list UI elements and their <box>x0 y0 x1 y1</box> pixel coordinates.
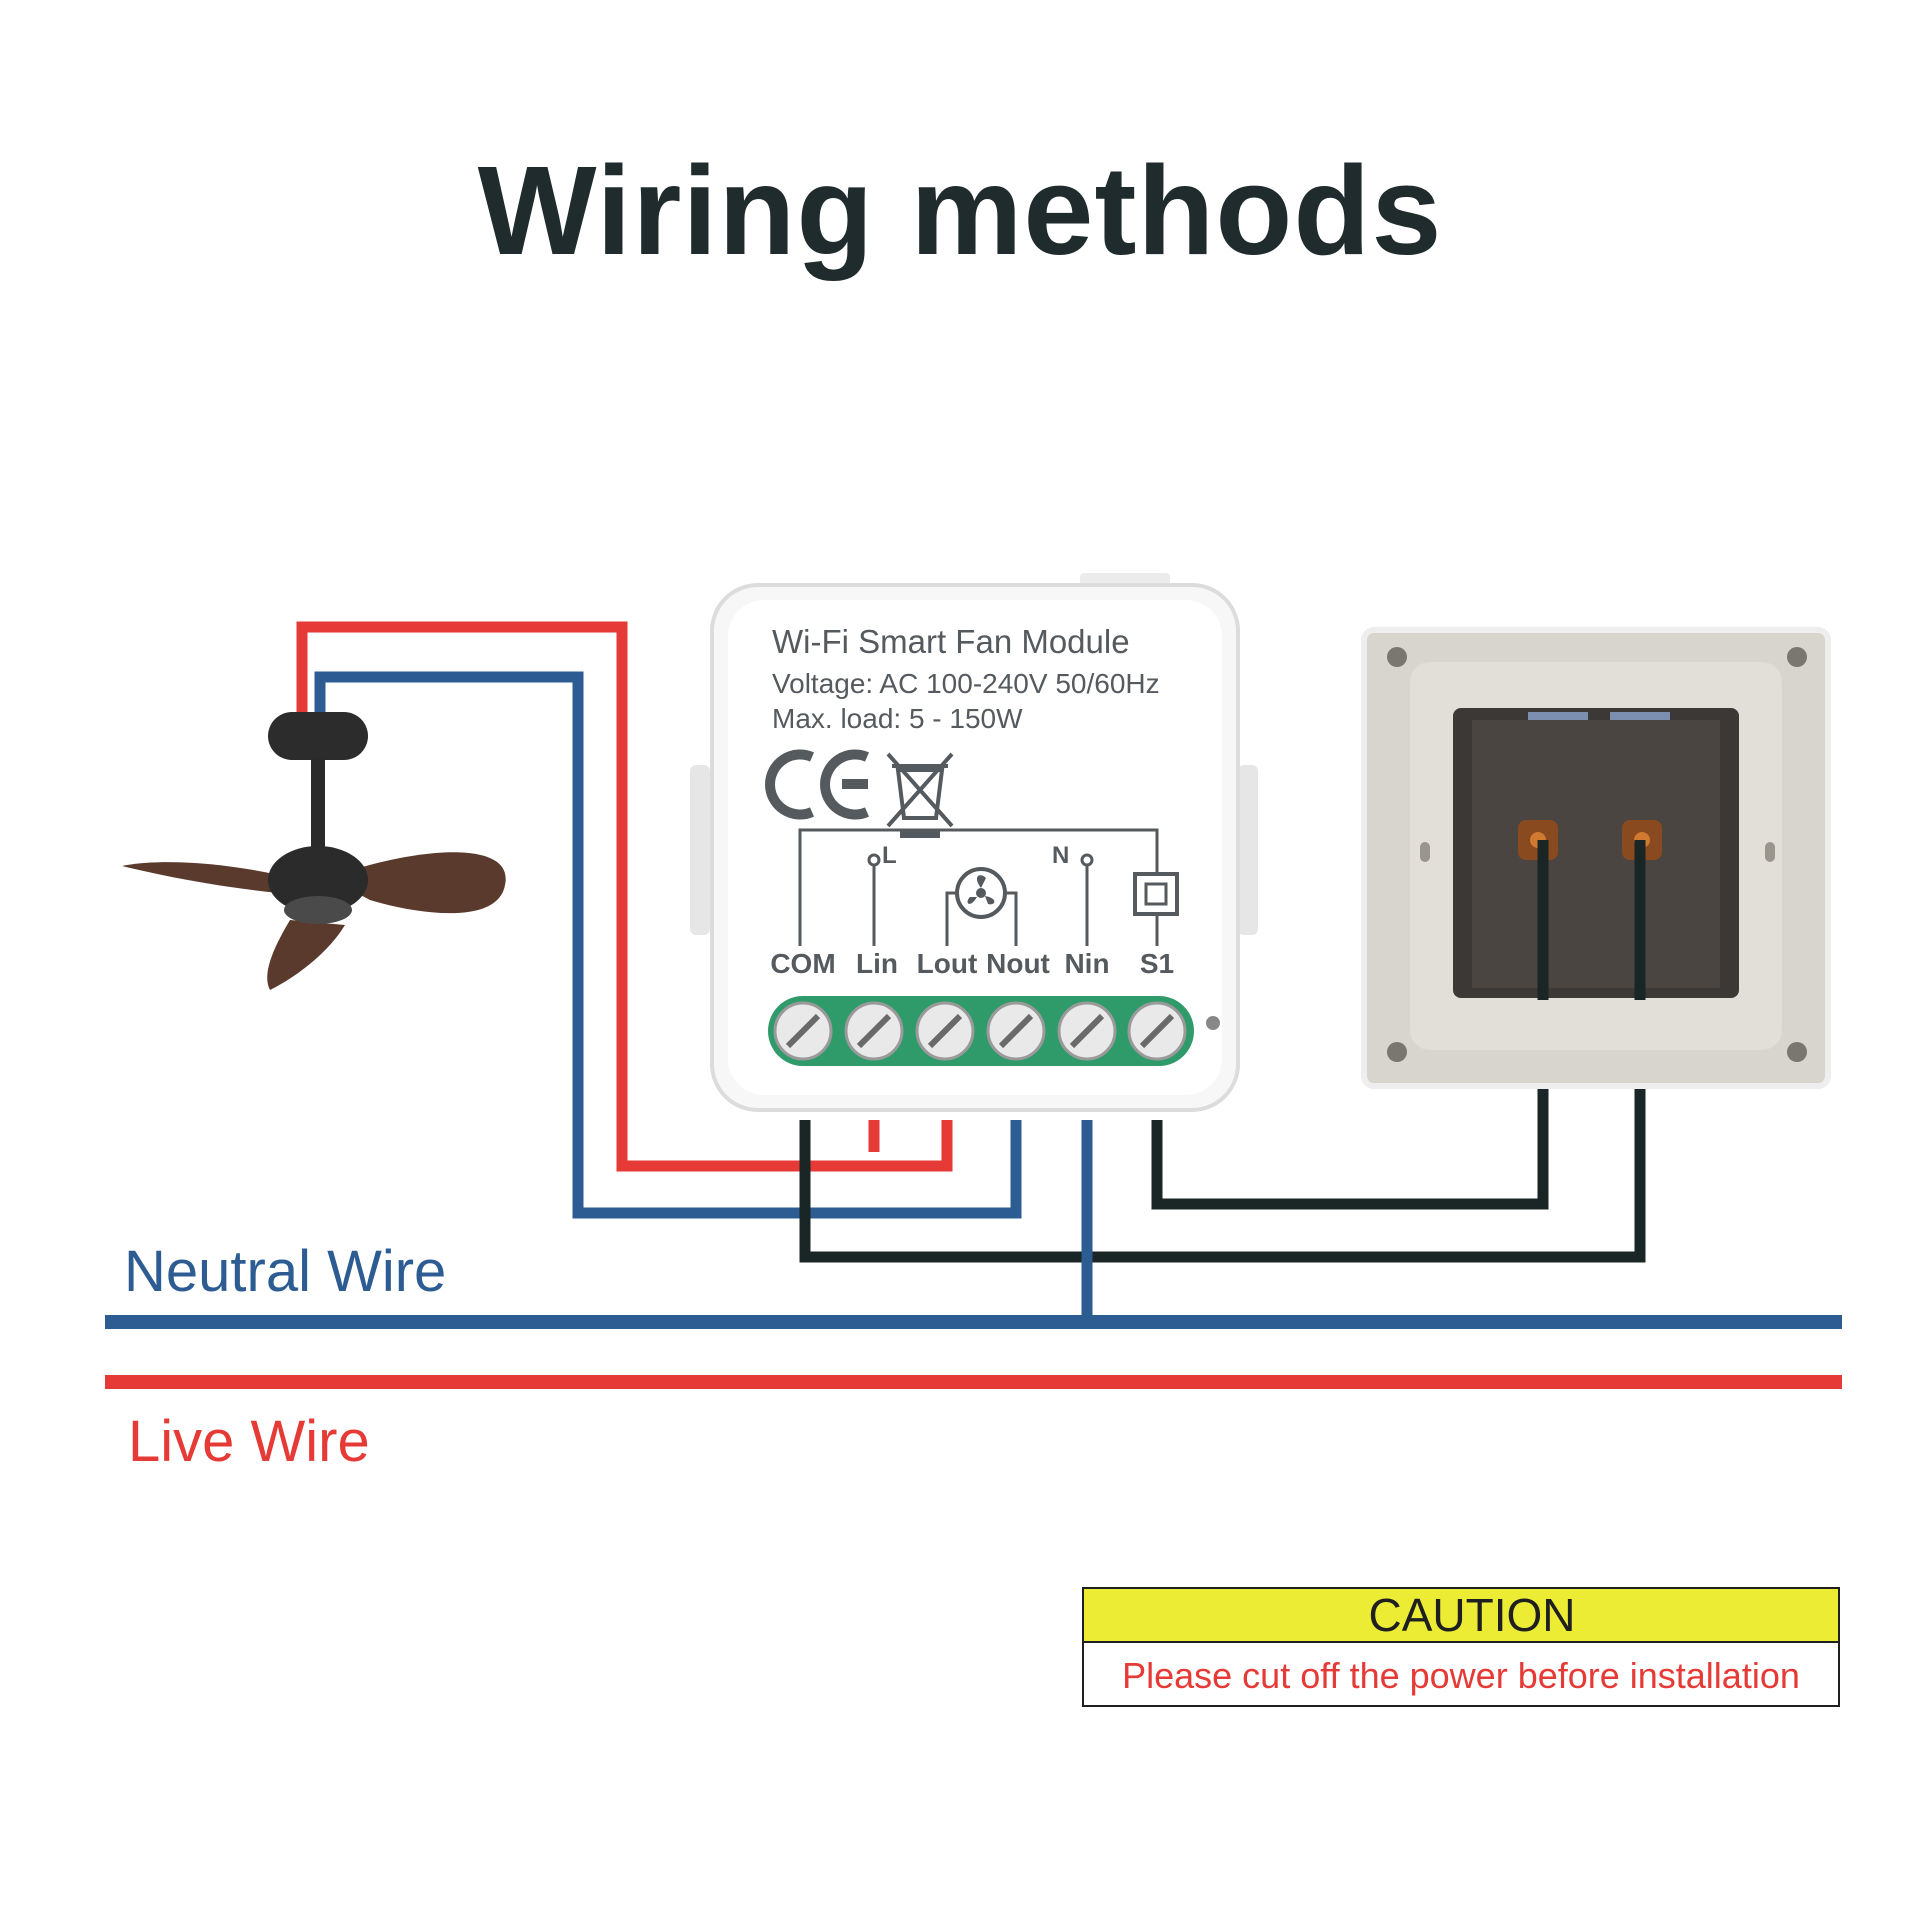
live-wire-to-fan <box>296 621 852 1172</box>
terminal-label-lout: Lout <box>916 948 978 979</box>
ceiling-fan-icon <box>122 712 506 990</box>
lout-wire <box>852 1120 953 1172</box>
switch-symbol-icon <box>1133 872 1179 916</box>
screw-terminal-icon <box>773 1001 1187 1061</box>
caution-message: Please cut off the power before installa… <box>1122 1655 1800 1696</box>
wall-switch <box>1361 627 1831 1089</box>
weee-bin-icon <box>886 752 954 838</box>
ce-mark-icon <box>765 749 869 820</box>
schematic-neutral-label: N <box>1052 842 1070 869</box>
fan-load-icon <box>955 867 1007 919</box>
schematic-live-label: L <box>882 842 897 869</box>
module-max-load: Max. load: 5 - 150W <box>772 703 1023 734</box>
caution-header: CAUTION <box>1084 1589 1838 1643</box>
module-voltage: Voltage: AC 100-240V 50/60Hz <box>772 668 1160 699</box>
terminal-label-nout: Nout <box>986 948 1050 979</box>
terminal-label-nin: Nin <box>1064 948 1110 979</box>
caution-box: CAUTION Please cut off the power before … <box>1082 1587 1840 1707</box>
terminal-label-com: COM <box>770 948 836 979</box>
terminal-label-lin: Lin <box>856 948 898 979</box>
caution-heading: CAUTION <box>1368 1589 1576 1641</box>
terminal-label-s1: S1 <box>1139 948 1175 979</box>
neutral-wire-label: Neutral Wire <box>124 1239 447 1304</box>
smart-fan-module <box>690 573 1258 1112</box>
page-title: Wiring methods <box>477 140 1443 281</box>
live-wire-label: Live Wire <box>128 1409 370 1474</box>
neutral-wire-to-fan <box>314 671 1022 1219</box>
module-name: Wi-Fi Smart Fan Module <box>772 623 1130 660</box>
